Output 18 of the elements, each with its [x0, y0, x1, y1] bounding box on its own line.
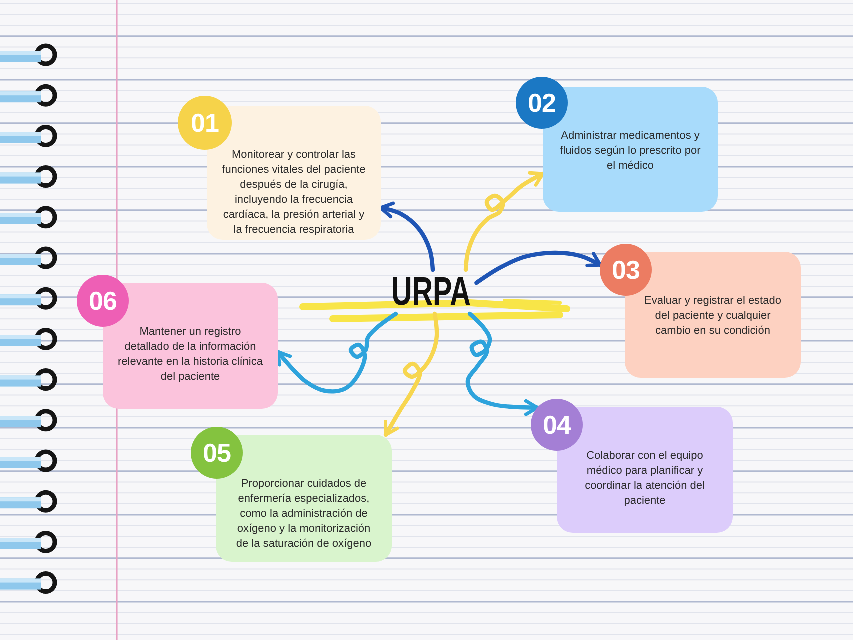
step-description: Colaborar con el equipo médico para planificar y coordinar la atención del paciente	[584, 449, 706, 509]
step-description: Monitorear y controlar las funciones vitales del paciente después de la cirugía, incluyendo la frecuencia cardíaca, la presión arterial y la frecuencia respiratoria	[221, 148, 367, 238]
number-badge: 03	[600, 244, 652, 296]
step-description: Proporcionar cuidados de enfermería especializados, como la administración de oxígeno y la monitorización de la saturación de oxígeno	[235, 477, 373, 552]
curved-arrow	[378, 202, 436, 272]
curved-arrow	[474, 250, 603, 286]
curved-arrow	[466, 312, 540, 416]
step-description: Administrar medicamentos y fluidos según lo prescrito por el médico	[559, 129, 702, 174]
number-badge: 04	[531, 399, 583, 451]
number-badge: 05	[191, 427, 243, 479]
number-badge: 01	[178, 96, 232, 150]
step-description: Mantener un registro detallado de la información relevante en la historia clínica del paciente	[118, 325, 264, 385]
step-description: Evaluar y registrar el estado del paciente y cualquier cambio en su condición	[644, 294, 782, 339]
number-badge: 02	[516, 77, 568, 129]
curved-arrow	[464, 171, 546, 272]
curved-arrow	[384, 312, 440, 438]
curved-arrow	[276, 312, 398, 394]
number-badge: 06	[77, 275, 129, 327]
